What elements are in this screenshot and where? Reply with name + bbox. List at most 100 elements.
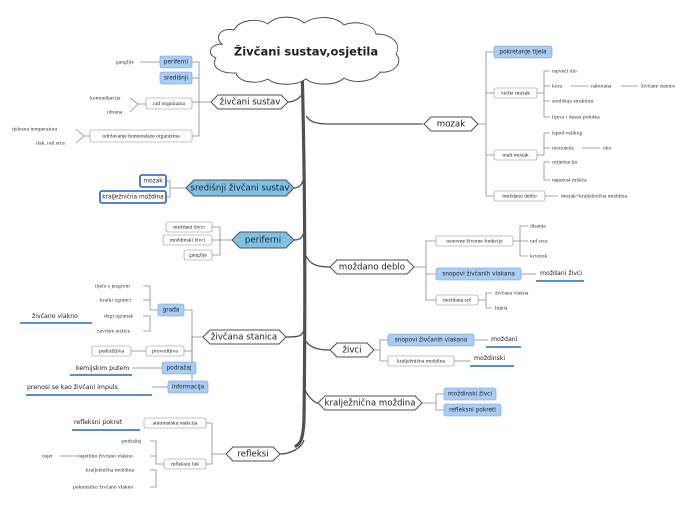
svg-text:rad organizma: rad organizma (153, 101, 186, 107)
title-cloud[interactable]: Živčani sustav,osjetila (209, 16, 400, 85)
svg-text:veliki mozak: veliki mozak (501, 90, 530, 96)
box-refleksni-luk[interactable] (163, 458, 207, 470)
svg-text:provodljiva: provodljiva (152, 348, 178, 354)
map-title: Živčani sustav,osjetila (234, 44, 378, 59)
svg-text:živci: živci (342, 346, 361, 356)
leaf-osjet: osjet (42, 453, 53, 459)
box-podrazaj[interactable] (161, 361, 197, 375)
topic-periferni[interactable]: periferni (231, 231, 295, 249)
zivcana-stanica-details: građa tijelo s jezgrom kratki ogranci du… (20, 283, 209, 396)
topic-mozdano-deblo[interactable]: moždano deblo (329, 259, 415, 275)
leaf-orijentacija: orijentacija (552, 159, 578, 165)
leaf-podrazaj: podražaj (122, 438, 142, 444)
leaf-disanje: disanje (530, 223, 546, 229)
svg-text:refleksi: refleksi (237, 450, 268, 460)
box-refleksni-pokreti[interactable] (443, 403, 502, 417)
box-osnovne-funkcije[interactable] (435, 235, 514, 247)
note-mozdani-zivci: moždani živci (540, 269, 582, 277)
box-rad-organizma[interactable] (145, 97, 193, 110)
box-pokretanje-tijela[interactable] (493, 45, 553, 59)
leaf-zivcana-vlakna: živčana vlakna (495, 290, 529, 296)
periferni-details: moždani živci moždinski živci ganglije (162, 221, 213, 261)
topic-zivci[interactable]: živci (329, 342, 375, 358)
svg-text:središnji: središnji (164, 75, 188, 82)
topic-sredisnji-zivcani-sustav[interactable]: središnji živčani sustav (185, 179, 295, 197)
leaf-kraljeznicna-mozdina: kralježnična moždina (86, 467, 135, 473)
leaf-ravnoteza: ravnoteža (552, 145, 574, 151)
box-mozdinski-zivci[interactable] (443, 387, 497, 401)
zivcani-sustav-details: periferni središnji ganglije rad organiz… (12, 55, 193, 146)
svg-text:informacija: informacija (172, 385, 205, 391)
box-mozak[interactable] (139, 174, 167, 188)
box-mozdano-deblo[interactable] (493, 190, 546, 202)
box-mali-mozak[interactable] (493, 149, 538, 161)
leaf-bijela: bijela (495, 305, 508, 311)
note-kemijskim-putem: kemijskim putem (76, 365, 129, 372)
box-periferni[interactable] (159, 55, 193, 69)
note-refleksni-pokret: refleksni pokret (74, 419, 123, 426)
svg-text:građa: građa (163, 308, 180, 314)
leaf-sredisnja-struktura: središnja struktura (552, 98, 594, 104)
box-snopovi-vlakana[interactable] (435, 267, 522, 281)
kraljeznicna-details: moždinski živci refleksni pokreti (443, 387, 502, 417)
svg-text:mali mozak: mali mozak (502, 152, 528, 158)
svg-text:moždano deblo: moždano deblo (502, 193, 537, 199)
box-provodljiva[interactable] (145, 345, 185, 357)
box-veliki-mozak[interactable] (493, 87, 538, 99)
svg-text:osnovne životne funkcije: osnovne životne funkcije (446, 237, 503, 244)
box-mozdinski-zivci[interactable] (162, 234, 213, 246)
leaf-ganglije: ganglije (116, 59, 135, 65)
svg-text:živčani sustav: živčani sustav (220, 97, 281, 108)
leaf-ispod-velikog: ispod velikog (552, 130, 583, 136)
mozak-details: pokretanje tijela veliki mozak najveći d… (493, 45, 676, 202)
topic-mozak[interactable]: mozak (423, 116, 479, 132)
svg-text:održavanje homeostaze organizm: održavanje homeostaze organizma (102, 133, 180, 139)
svg-text:periferni: periferni (245, 236, 281, 246)
box-ganglije[interactable] (183, 249, 213, 261)
svg-text:moždinski živci: moždinski živci (170, 237, 206, 243)
leaf-tlak-rad-srca: tlak, rad srca (36, 140, 65, 146)
topic-zivcana-stanica[interactable]: živčana stanica (202, 329, 287, 345)
box-odrzavanje-homeostaze[interactable] (89, 129, 193, 143)
leaf-kora: kora (552, 83, 562, 89)
svg-text:podražaj: podražaj (166, 365, 191, 372)
leaf-lijeva-desna-polutka: lijeva i desna polutka (552, 114, 600, 120)
leaf-tijelo-s-jezgrom: tijelo s jezgrom (95, 283, 130, 289)
svg-text:periferni: periferni (164, 60, 189, 66)
box-zivci-mozdina[interactable] (387, 355, 455, 367)
leaf-mozak-plus-mozdina: mozak+kralježnična moždina (561, 193, 628, 199)
box-zivci-snopovi[interactable] (387, 333, 475, 347)
zivci-details: snopovi živčanih vlakana moždani kraljež… (387, 333, 521, 367)
box-grada[interactable] (157, 303, 185, 317)
central-spine (294, 64, 307, 448)
svg-text:automatska reakcija: automatska reakcija (153, 420, 198, 426)
box-mozdani-zivci[interactable] (165, 221, 213, 233)
box-informacija[interactable] (167, 380, 209, 394)
svg-text:središnji živčani sustav: središnji živčani sustav (190, 183, 289, 194)
box-automatska-reakcija[interactable] (143, 417, 207, 429)
mozdano-deblo-details: osnovne životne funkcije disanje rad src… (435, 223, 584, 311)
box-kraljeznicna-mozdina[interactable] (99, 190, 167, 204)
svg-text:moždana srž: moždana srž (443, 297, 472, 303)
box-mozdana-srz[interactable] (435, 294, 479, 306)
box-podrazljiva[interactable] (91, 345, 132, 357)
svg-text:kralježnična moždina: kralježnična moždina (324, 398, 415, 409)
svg-text:živčana stanica: živčana stanica (211, 332, 277, 343)
svg-text:pokretanje tijela: pokretanje tijela (499, 50, 547, 56)
leaf-osjetilno-vlakno: osjetilno živčano vlakno (78, 453, 133, 459)
leaf-tjelesna-temperatura: tjelesna temperatura (12, 126, 58, 132)
leaf-krvotok: krvotok (530, 253, 548, 259)
leaf-komunikacija: komunikacija (90, 95, 121, 101)
topic-zivcani-sustav[interactable]: živčani sustav (210, 94, 289, 110)
topic-refleksi[interactable]: refleksi (225, 446, 281, 462)
svg-text:snopovi živčanih vlakana: snopovi živčanih vlakana (395, 337, 468, 344)
note-mozdani: moždani (491, 335, 518, 343)
box-sredisnji[interactable] (159, 71, 193, 85)
topic-kraljeznicna-mozdina[interactable]: kralježnična moždina (317, 395, 423, 411)
refleksi-details: automatska reakcija refleksni pokret ref… (42, 417, 207, 490)
svg-text:podražljiva: podražljiva (99, 348, 125, 354)
svg-text:kralježnična moždina: kralježnična moždina (397, 358, 446, 364)
topic-branches (279, 91, 422, 455)
leaf-obrana: obrana (107, 109, 123, 115)
